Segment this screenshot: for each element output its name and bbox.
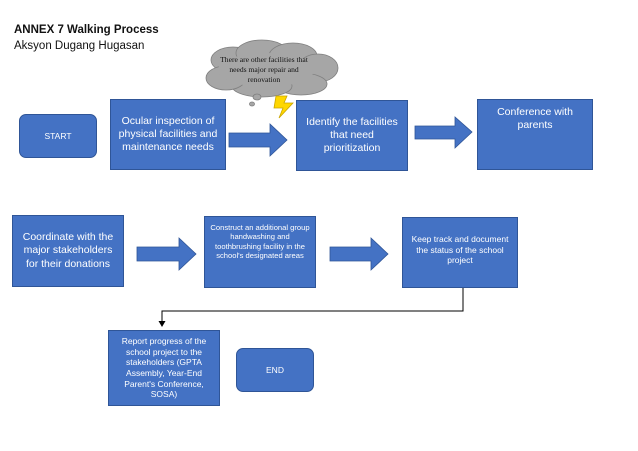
connector-arrowhead (158, 321, 166, 327)
step-ocular-inspection: Ocular inspection of physical facilities… (110, 99, 226, 170)
lightning-icon (273, 95, 294, 119)
step-construct-facility: Construct an additional group handwashin… (204, 216, 316, 288)
arrow-construct-to-track (329, 237, 389, 271)
arrow-ocular-to-identify (228, 123, 288, 157)
arrow-coordinate-to-construct (136, 237, 197, 271)
step-conference-parents: Conference with parents (477, 99, 593, 170)
step-report-progress: Report progress of the school project to… (108, 330, 220, 406)
thought-cloud (205, 39, 339, 107)
step-keep-track: Keep track and document the status of th… (402, 217, 518, 288)
step-coordinate-stakeholders: Coordinate with the major stakeholders f… (12, 215, 124, 287)
step-identify-facilities: Identify the facilities that need priori… (296, 100, 408, 171)
diagram-subtitle: Aksyon Dugang Hugasan (14, 40, 145, 52)
arrow-identify-to-conference (414, 116, 473, 149)
step-end: END (236, 348, 314, 392)
step-start: START (19, 114, 97, 158)
diagram-title: ANNEX 7 Walking Process (14, 24, 159, 36)
connector-track-to-report (161, 288, 464, 321)
callout-text: There are other facilities that needs ma… (220, 55, 308, 84)
